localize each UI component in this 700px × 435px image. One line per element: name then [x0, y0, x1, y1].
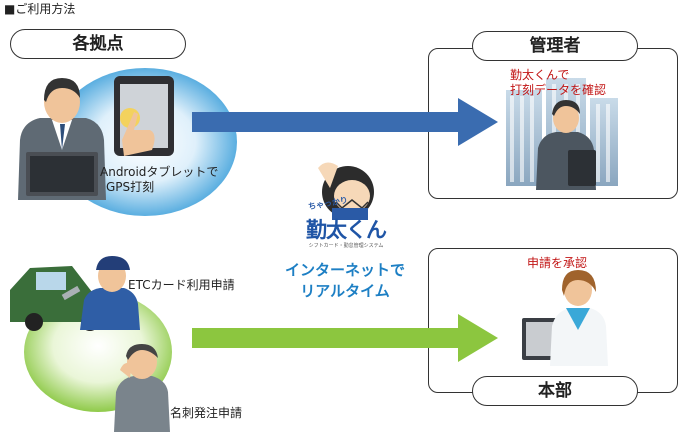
realtime-caption-line1: インターネットで [284, 261, 405, 279]
admin-caption: 勤太くんで 打刻データを確認 [510, 68, 606, 98]
tablet-caption-line2: GPS打刻 [106, 180, 155, 194]
arrow-bottom [192, 314, 498, 362]
worried-man-illustration [114, 344, 170, 432]
admin-label-box: 管理者 [472, 31, 638, 61]
arrow-top [192, 98, 498, 146]
office-worker-illustration [18, 78, 106, 200]
location-label-box: 各拠点 [10, 29, 186, 59]
logo-main-text: 勤太くん [306, 218, 387, 242]
headquarters-label-box: 本部 [472, 376, 638, 406]
page-heading: ■ご利用方法 [4, 2, 76, 16]
office-woman-illustration [522, 270, 608, 366]
business-card-caption: 名刺発注申請 [170, 406, 243, 420]
admin-caption-line2: 打刻データを確認 [510, 83, 607, 97]
mascot-logo-illustration [304, 162, 382, 248]
tablet-caption-line1: Androidタブレットで [100, 165, 219, 179]
tablet-caption: Androidタブレットで GPS打刻 [100, 165, 218, 195]
realtime-caption-line2: リアルタイム [300, 282, 390, 300]
realtime-caption: インターネットで リアルタイム [280, 260, 410, 302]
etc-caption: ETCカード利用申請 [128, 278, 235, 292]
admin-illustration [536, 100, 596, 190]
approval-caption: 申請を承認 [527, 256, 588, 270]
admin-caption-line1: 勤太くんで [510, 68, 570, 82]
tablet-illustration [114, 76, 174, 156]
logo-subtitle-text: シフトカード・勤怠管理システム [308, 243, 384, 249]
mechanic-illustration [61, 256, 140, 330]
